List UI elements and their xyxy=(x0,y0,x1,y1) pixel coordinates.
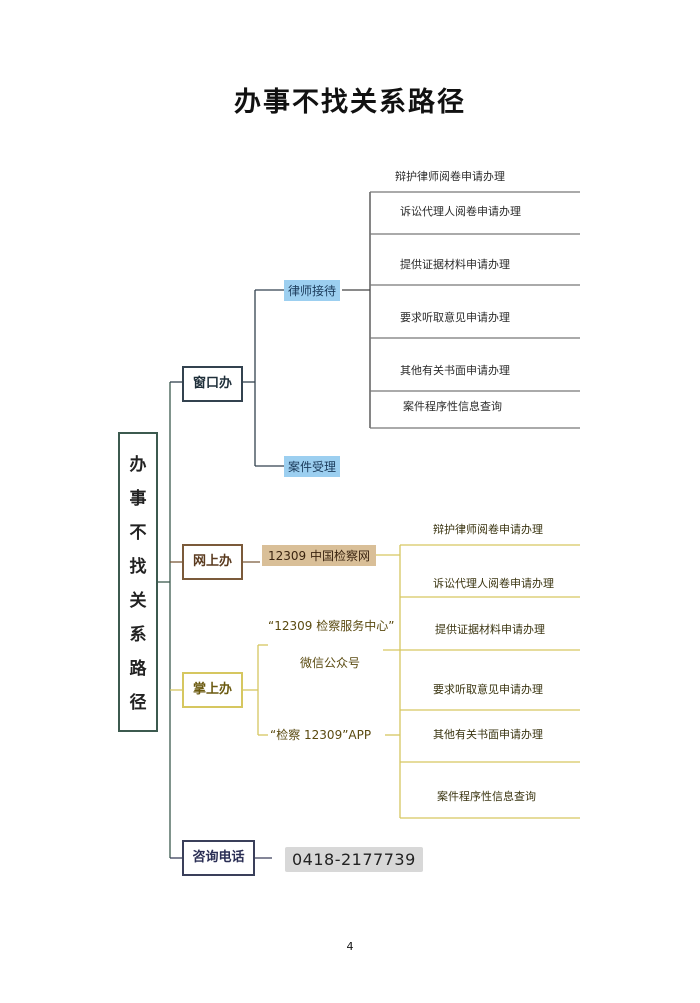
root-char: 办 xyxy=(129,455,147,475)
page-title: 办事不找关系路径 xyxy=(234,87,466,118)
case-acceptance-node: 案件受理 xyxy=(284,456,341,477)
root-char: 径 xyxy=(129,693,147,713)
root-char: 路 xyxy=(129,659,147,679)
wechat-account-label: 微信公众号 xyxy=(300,656,361,670)
root-node: 办 事 不 找 关 系 路 径 xyxy=(118,432,158,732)
root-char: 不 xyxy=(129,523,147,543)
window-service-node: 窗口办 xyxy=(182,366,243,402)
page-number: 4 xyxy=(346,940,354,953)
leaf-item: 要求听取意见申请办理 xyxy=(433,683,543,696)
phone-number: 0418-2177739 xyxy=(285,847,423,872)
mobile-app-node: “检察 12309”APP xyxy=(270,728,372,742)
leaf-item: 辩护律师阅卷申请办理 xyxy=(433,523,543,536)
leaf-item: 要求听取意见申请办理 xyxy=(400,311,510,324)
root-char: 找 xyxy=(129,557,147,577)
leaf-item: 案件程序性信息查询 xyxy=(437,790,536,803)
leaf-item: 其他有关书面申请办理 xyxy=(433,728,543,741)
online-service-node: 网上办 xyxy=(182,544,243,580)
leaf-item: 提供证据材料申请办理 xyxy=(400,258,510,271)
leaf-item: 其他有关书面申请办理 xyxy=(400,364,510,377)
procuratorate-website-node: 12309 中国检察网 xyxy=(262,545,376,566)
leaf-item: 提供证据材料申请办理 xyxy=(435,623,545,636)
leaf-item: 案件程序性信息查询 xyxy=(403,400,502,413)
mobile-service-node: 掌上办 xyxy=(182,672,243,708)
root-char: 系 xyxy=(129,625,147,645)
leaf-item: 诉讼代理人阅卷申请办理 xyxy=(433,577,554,590)
leaf-item: 辩护律师阅卷申请办理 xyxy=(395,170,505,183)
wechat-account-node: “12309 检察服务中心” xyxy=(268,619,395,633)
lawyer-reception-node: 律师接待 xyxy=(284,280,341,301)
leaf-item: 诉讼代理人阅卷申请办理 xyxy=(400,205,521,218)
hotline-node: 咨询电话 xyxy=(182,840,255,876)
root-char: 关 xyxy=(129,591,147,611)
root-char: 事 xyxy=(129,489,147,509)
